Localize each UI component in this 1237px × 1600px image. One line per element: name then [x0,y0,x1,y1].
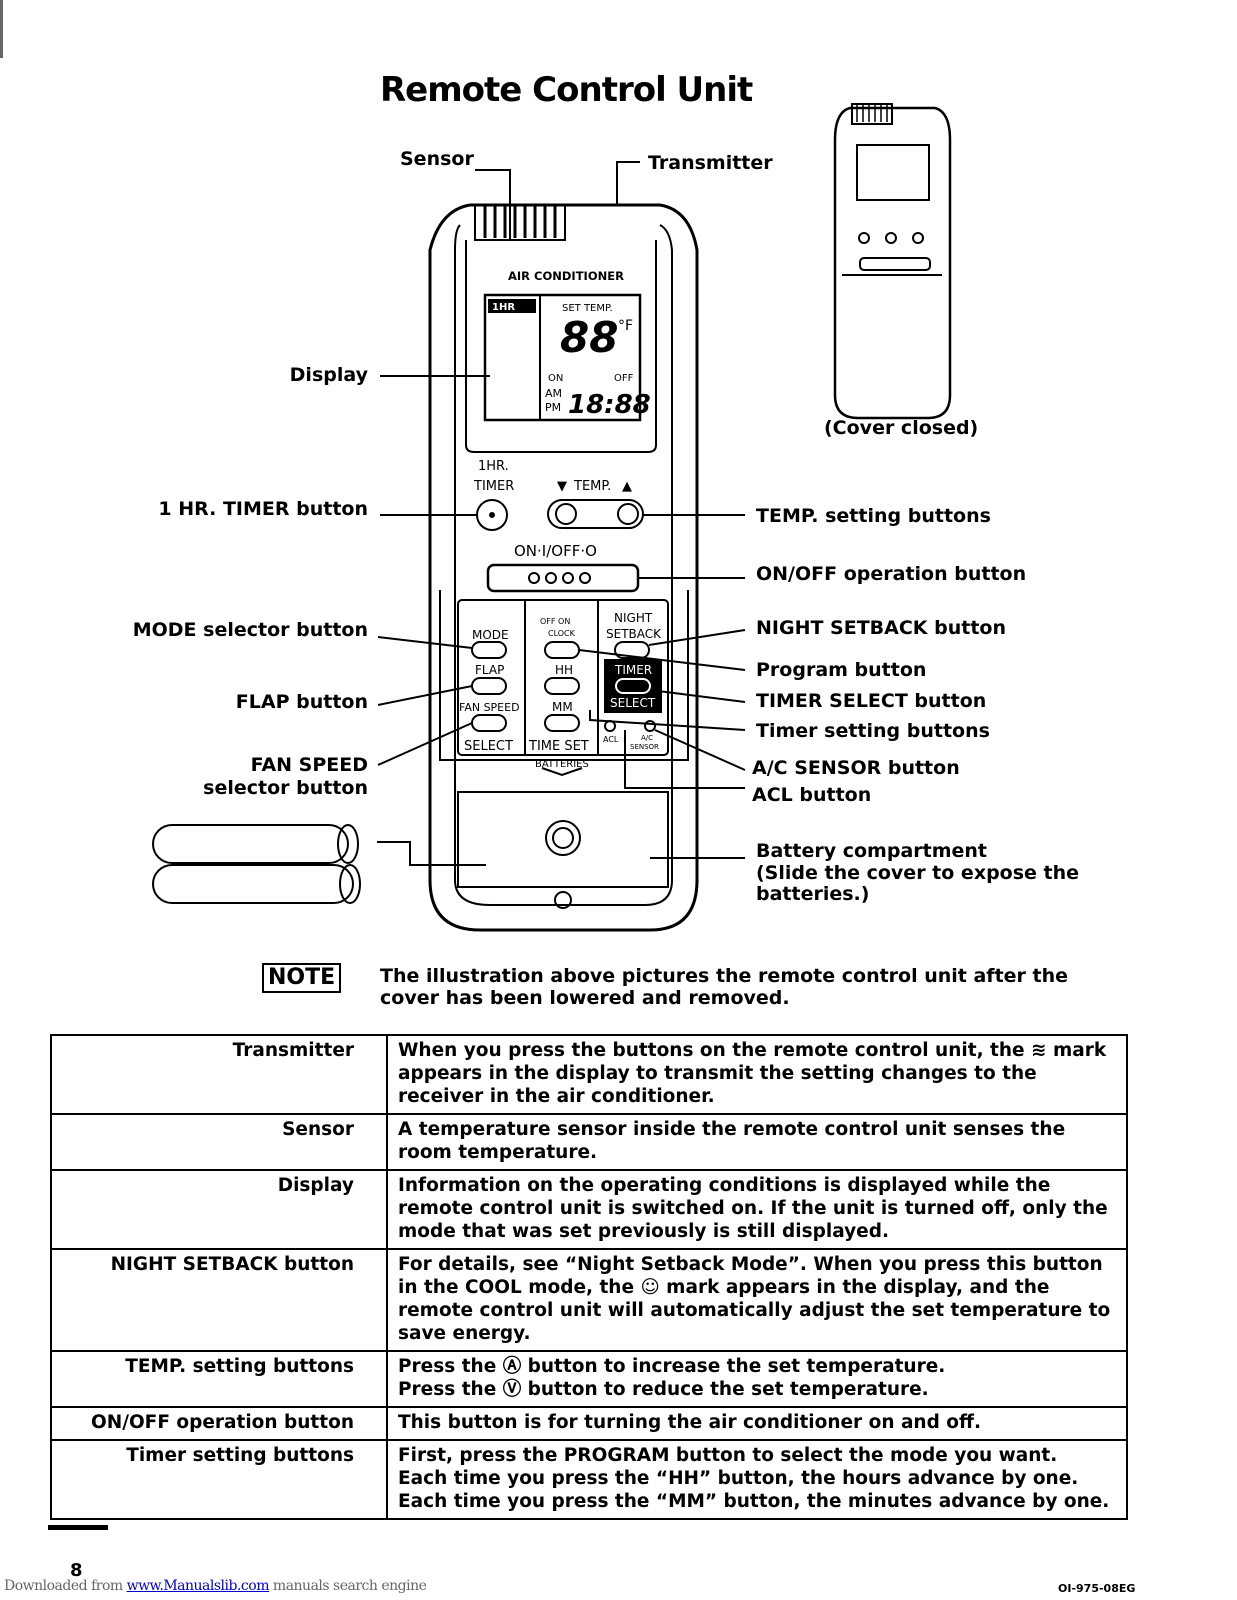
callout-flap: FLAP button [235,691,368,713]
remote-brand-text: AIR CONDITIONER [508,269,624,283]
table-desc: First, press the PROGRAM button to selec… [386,1439,1128,1520]
table-term: Transmitter [50,1034,388,1115]
lcd-temp-digits: 88 [560,313,618,362]
table-row: Timer setting buttons First, press the P… [50,1439,1128,1520]
footer-suffix: manuals search engine [268,1578,427,1594]
callout-acl: ACL button [752,784,872,806]
table-row: NIGHT SETBACK button For details, see “N… [50,1248,1128,1352]
table-term: Display [50,1169,388,1250]
lcd-clock: 18:88 [568,390,651,420]
remote-1hr-label: 1HR. [478,459,509,474]
page-title: Remote Control Unit [380,70,753,110]
table-term: Timer setting buttons [50,1439,388,1520]
page-edge-mark [0,0,3,58]
callout-battery-2: (Slide the cover to expose the [756,862,1080,884]
footer-link[interactable]: www.Manualslib.com [126,1578,270,1594]
callout-fan-speed-2: selector button [203,777,368,799]
description-table: Transmitter When you press the buttons o… [50,1034,1128,1520]
download-footer: Downloaded from www.Manualslib.com manua… [4,1578,427,1594]
callout-1hr-timer: 1 HR. TIMER button [158,498,368,520]
note-text: The illustration above pictures the remo… [380,965,1069,1009]
table-row: TEMP. setting buttons Press the Ⓐ button… [50,1350,1128,1408]
lcd-on-indicator: ON [548,373,563,384]
remote-hh-label: HH [555,663,573,677]
remote-diagram: AIR CONDITIONER 1HR SET TEMP. 88 °F ON O… [152,103,952,932]
remote-flap-label: FLAP [475,663,504,677]
callout-battery-1: Battery compartment [756,840,988,862]
table-term: Sensor [50,1113,388,1171]
note-label: NOTE [262,963,342,993]
remote-onoff-label: ON·I/OFF·O [514,542,597,560]
remote-offon-label: OFF ON [540,617,570,626]
table-row: Transmitter When you press the buttons o… [50,1034,1128,1115]
remote-select-label: SELECT [464,739,513,754]
lcd-am: AM [545,387,562,400]
callout-mode: MODE selector button [132,619,368,641]
callout-battery-3: batteries.) [756,883,870,905]
callout-ac-sensor: A/C SENSOR button [752,757,960,779]
table-desc: Information on the operating conditions … [386,1169,1128,1250]
document-code: OI-975-08EG [1058,1582,1136,1595]
lcd-off-indicator: OFF [614,373,634,384]
remote-mode-label: MODE [472,628,509,642]
table-desc: This button is for turning the air condi… [386,1406,1128,1441]
remote-clock-label: CLOCK [548,629,576,638]
callout-cover-closed: (Cover closed) [824,417,979,439]
table-term: NIGHT SETBACK button [50,1248,388,1352]
table-row: ON/OFF operation button This button is f… [50,1406,1128,1441]
callout-timer-setting: Timer setting buttons [756,720,990,742]
lcd-set-temp-text: SET TEMP. [562,303,613,314]
remote-timer-key-label: TIMER [614,663,652,677]
callout-fan-speed: FAN SPEED [250,754,368,776]
table-desc: When you press the buttons on the remote… [386,1034,1128,1115]
page-number: 8 [70,1560,83,1581]
callout-timer-select: TIMER SELECT button [756,690,987,712]
remote-temp-label: TEMP. [573,479,611,494]
remote-mm-label: MM [552,700,573,714]
remote-timeset-label: TIME SET [528,739,589,754]
callout-temp: TEMP. setting buttons [756,505,991,527]
page-number-bar [48,1525,108,1530]
table-term: TEMP. setting buttons [50,1350,388,1408]
remote-timer-label: TIMER [473,479,514,494]
lcd-pm: PM [545,401,561,414]
svg-text:1HR: 1HR [492,302,515,313]
remote-ac-label: A/C [641,734,653,742]
table-desc: Press the Ⓐ button to increase the set t… [386,1350,1128,1408]
remote-batteries-label: BATTERIES [535,759,589,770]
callout-onoff: ON/OFF operation button [756,563,1027,585]
footer-prefix: Downloaded from [4,1578,127,1594]
remote-sensor-label: SENSOR [630,743,659,751]
callout-program: Program button [756,659,927,681]
lcd-unit: °F [618,318,633,334]
callout-night-setback: NIGHT SETBACK button [756,617,1007,639]
remote-select-key-label: SELECT [610,696,656,710]
callout-display: Display [289,364,368,386]
callout-transmitter: Transmitter [648,152,773,174]
remote-acl-label: ACL [603,735,619,744]
table-term: ON/OFF operation button [50,1406,388,1441]
table-row: Sensor A temperature sensor inside the r… [50,1113,1128,1171]
table-row: Display Information on the operating con… [50,1169,1128,1250]
remote-setback-label: SETBACK [606,627,662,641]
table-desc: For details, see “Night Setback Mode”. W… [386,1248,1128,1352]
remote-night-label: NIGHT [614,611,653,625]
svg-text:▼: ▼ [557,479,567,494]
remote-fanspeed-label: FAN SPEED [459,701,520,714]
callout-sensor: Sensor [400,148,474,170]
table-desc: A temperature sensor inside the remote c… [386,1113,1128,1171]
svg-text:▲: ▲ [622,479,632,494]
